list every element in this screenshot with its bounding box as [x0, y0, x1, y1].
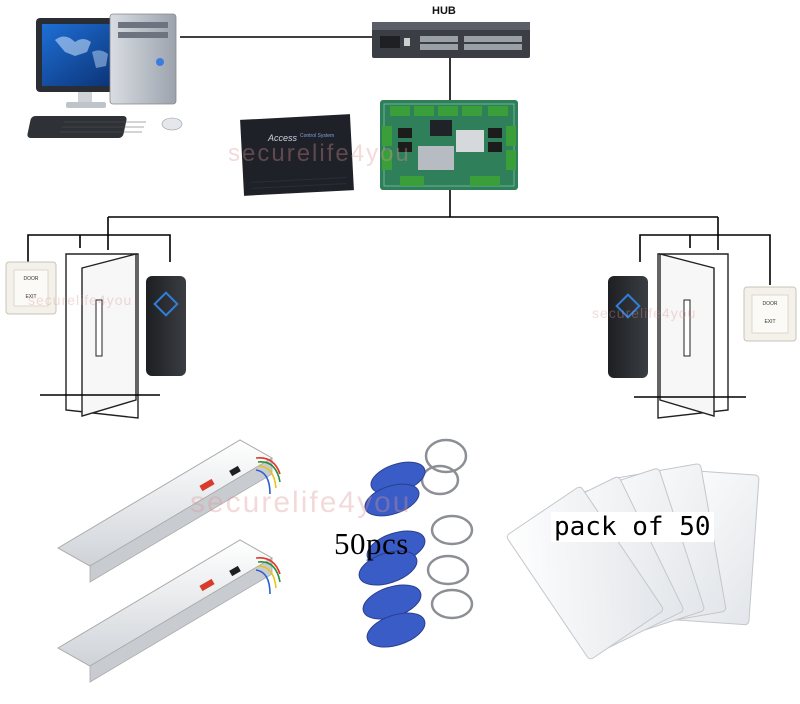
- left-exit-button-label-exit: EXIT: [25, 294, 37, 300]
- controller-board: [380, 100, 518, 190]
- left-door-set: [5, 253, 186, 419]
- right-exit-button-label-door: DOOR: [762, 301, 778, 307]
- left-exit-button-label-door: DOOR: [23, 276, 39, 282]
- controller-cover: [240, 114, 354, 196]
- controller-panel-subtitle: Control System: [300, 133, 335, 139]
- bolt-lock-lower: [57, 539, 281, 683]
- watermark-right: securelife4you: [592, 305, 697, 321]
- card-stack: [506, 463, 760, 660]
- watermark-left: securelife4you: [28, 292, 133, 308]
- hub-label: HUB: [432, 5, 456, 17]
- watermark-bottom: securelife4you: [190, 486, 412, 519]
- wires: [27, 36, 771, 285]
- computer: [27, 13, 183, 138]
- bolt-lock-upper: [57, 439, 281, 583]
- keyfob-quantity-label: 50pcs: [334, 526, 409, 561]
- card-pack-label: pack of 50: [551, 512, 714, 542]
- watermark-top: securelife4you: [228, 140, 411, 167]
- network-hub: [372, 22, 530, 58]
- right-door-set: [608, 253, 797, 419]
- controller-panel-title: Access: [268, 133, 298, 143]
- keyfob-stack: [358, 438, 474, 648]
- right-exit-button-label-exit: EXIT: [764, 319, 776, 325]
